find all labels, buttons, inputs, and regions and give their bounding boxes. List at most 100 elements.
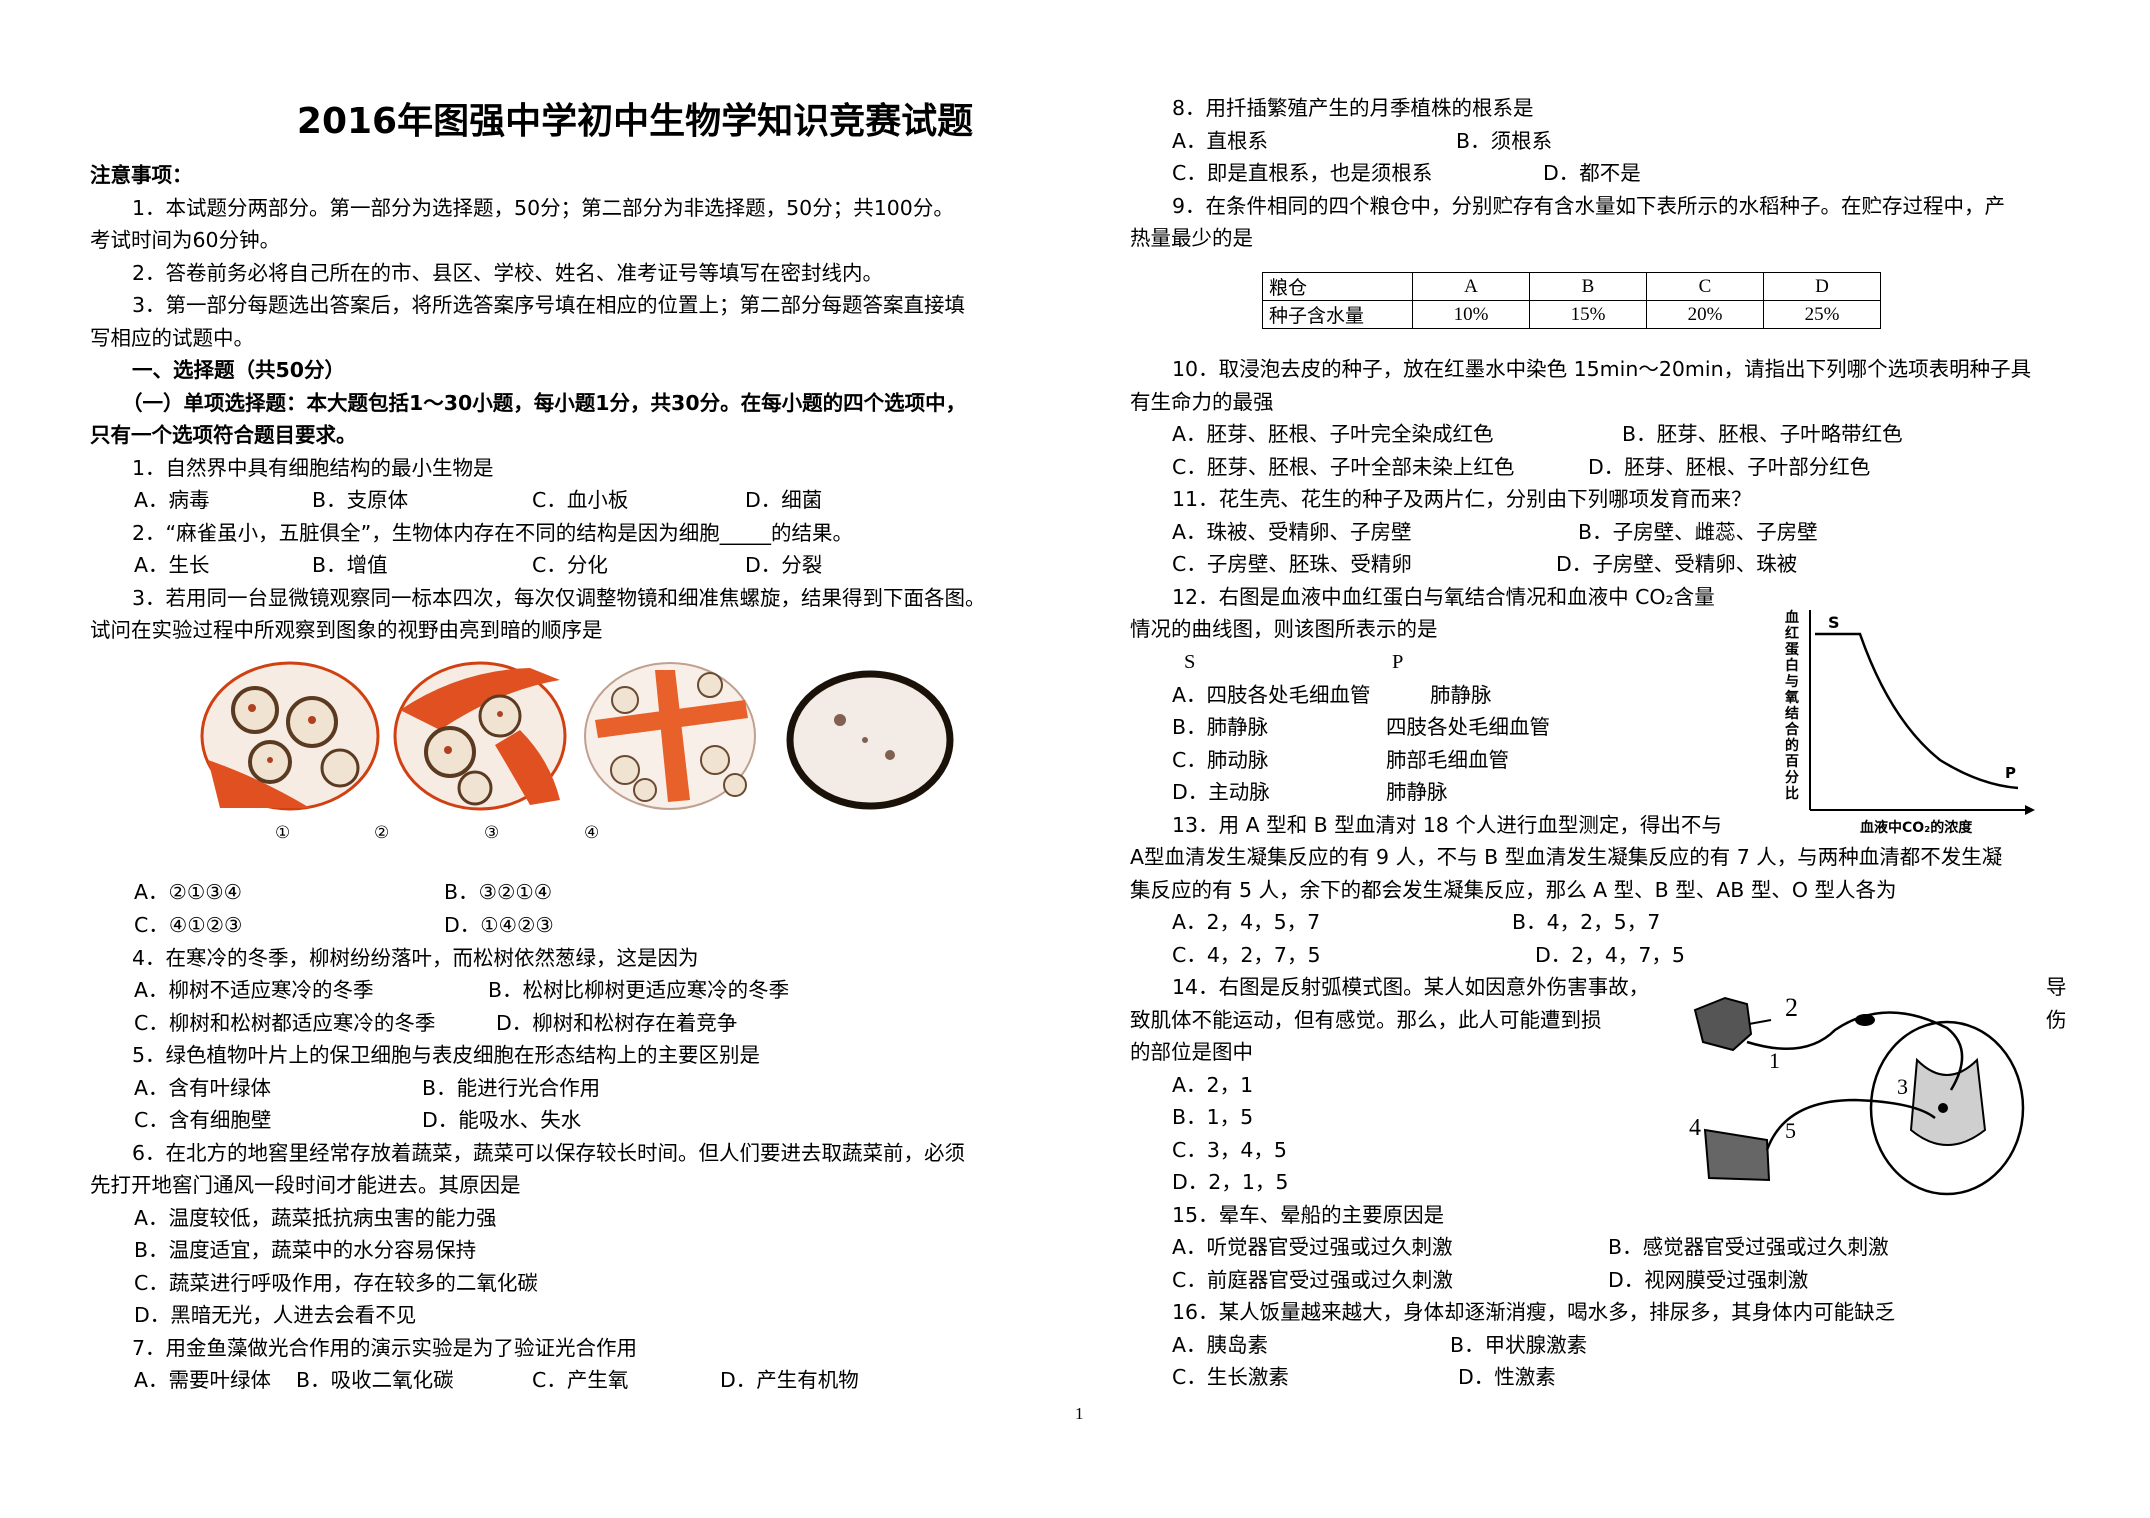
question-stem: 16．某人饭量越来越大，身体却逐渐消瘦，喝水多，排尿多，其身体内可能缺乏 xyxy=(1172,1300,1896,1324)
question-stem: 热量最少的是 xyxy=(1130,226,1253,250)
option: B．吸收二氧化碳 xyxy=(296,1368,454,1392)
question-stem: 7．用金鱼藻做光合作用的演示实验是为了验证光合作用 xyxy=(132,1336,638,1360)
option: B．1，5 xyxy=(1172,1105,1254,1129)
diagram-label: 4 xyxy=(1689,1115,1701,1141)
table-cell: 20% xyxy=(1646,300,1764,329)
question-stem: 致肌体不能运动，但有感觉。那么，此人可能遭到损 xyxy=(1130,1008,1602,1032)
option: D．主动脉 xyxy=(1172,780,1270,804)
option: 四肢各处毛细血管 xyxy=(1386,715,1550,739)
option: D．性激素 xyxy=(1458,1365,1556,1389)
figure-label: ③ xyxy=(484,823,500,843)
diagram-label: 2 xyxy=(1785,993,1798,1022)
y-axis-label: 血红蛋白与氧结合的百分比 xyxy=(1785,610,1799,802)
subsection-heading: 只有一个选项符合题目要求。 xyxy=(90,423,357,447)
table-cell: 25% xyxy=(1763,300,1881,329)
receptor-icon xyxy=(1693,996,1753,1052)
table-cell: B xyxy=(1529,272,1647,301)
question-stem: 3．若用同一台显微镜观察同一标本四次，每次仅调整物镜和细准焦螺旋，结果得到下面各… xyxy=(132,586,986,610)
option: B．能进行光合作用 xyxy=(422,1076,601,1100)
option: B．增值 xyxy=(312,553,388,577)
option: D．2，4，7，5 xyxy=(1535,943,1685,967)
option: B．肺静脉 xyxy=(1172,715,1269,739)
option: C．含有细胞壁 xyxy=(134,1108,272,1132)
option: D．能吸水、失水 xyxy=(422,1108,582,1132)
question-stem: 9．在条件相同的四个粮仓中，分别贮存有含水量如下表所示的水稻种子。在贮存过程中，… xyxy=(1172,194,2006,218)
option: D．黑暗无光，人进去会看不见 xyxy=(134,1303,417,1327)
table-cell: 15% xyxy=(1529,300,1647,329)
option: D．分裂 xyxy=(745,553,823,577)
diagram-label: 1 xyxy=(1769,1048,1780,1073)
microscope-view-3 xyxy=(584,662,756,810)
option: B．须根系 xyxy=(1456,129,1553,153)
option: A．2，1 xyxy=(1172,1073,1254,1097)
notice-item: 3．第一部分每题选出答案后，将所选答案序号填在相应的位置上；第二部分每题答案直接… xyxy=(132,293,966,317)
question-stem: A型血清发生凝集反应的有 9 人，不与 B 型血清发生凝集反应的有 7 人，与两… xyxy=(1130,845,2003,869)
option: B．松树比柳树更适应寒冷的冬季 xyxy=(488,978,790,1002)
option: B．胚芽、胚根、子叶略带红色 xyxy=(1622,422,1903,446)
question-stem: 8．用扦插繁殖产生的月季植株的根系是 xyxy=(1172,96,1534,120)
option: B．子房壁、雌蕊、子房壁 xyxy=(1578,520,1818,544)
option: 肺静脉 xyxy=(1430,683,1492,707)
option: B．甲状腺激素 xyxy=(1450,1333,1588,1357)
option: C．前庭器官受过强或过久刺激 xyxy=(1172,1268,1453,1292)
option: A．需要叶绿体 xyxy=(134,1368,272,1392)
question-stem: 的部位是图中 xyxy=(1130,1040,1253,1064)
table-cell: 10% xyxy=(1412,300,1530,329)
curve-point-label: S xyxy=(1828,613,1840,632)
table-cell: A xyxy=(1412,272,1530,301)
option: D．都不是 xyxy=(1543,161,1641,185)
option: A．②①③④ xyxy=(134,880,243,904)
option: A．胰岛素 xyxy=(1172,1333,1269,1357)
option: A．柳树不适应寒冷的冬季 xyxy=(134,978,374,1002)
option: C．分化 xyxy=(532,553,608,577)
option: C．生长激素 xyxy=(1172,1365,1289,1389)
option: A．2，4，5，7 xyxy=(1172,910,1321,934)
question-stem: 伤 xyxy=(2046,1008,2067,1032)
option: C．蔬菜进行呼吸作用，存在较多的二氧化碳 xyxy=(134,1271,538,1295)
option: D．子房壁、受精卵、珠被 xyxy=(1556,552,1798,576)
subsection-heading: （一）单项选择题：本大题包括1～30小题，每小题1分，共30分。在每小题的四个选… xyxy=(122,391,967,415)
question-stem: 先打开地窖门通风一段时间才能进去。其原因是 xyxy=(90,1173,521,1197)
microscope-images xyxy=(200,661,955,811)
column-label-p: P xyxy=(1392,651,1404,673)
option: C．柳树和松树都适应寒冷的冬季 xyxy=(134,1011,436,1035)
question-stem: 11．花生壳、花生的种子及两片仁，分别由下列哪项发育而来？ xyxy=(1172,487,1752,511)
table-cell: C xyxy=(1646,272,1764,301)
question-stem: 6．在北方的地窖里经常存放着蔬菜，蔬菜可以保存较长时间。但人们要进去取蔬菜前，必… xyxy=(132,1141,966,1165)
option: D．细菌 xyxy=(745,488,823,512)
figure-label: ② xyxy=(374,823,390,843)
option: 肺静脉 xyxy=(1386,780,1448,804)
option: D．产生有机物 xyxy=(720,1368,859,1392)
figure-label: ① xyxy=(275,823,291,843)
microscope-view-1 xyxy=(200,661,380,811)
question-stem: 导 xyxy=(2046,975,2067,999)
option: B．③②①④ xyxy=(444,880,553,904)
option: D．视网膜受过强刺激 xyxy=(1608,1268,1809,1292)
option: C．血小板 xyxy=(532,488,629,512)
option: A．听觉器官受过强或过久刺激 xyxy=(1172,1235,1453,1259)
efferent-nerve xyxy=(1765,1098,1936,1151)
question-stem: 5．绿色植物叶片上的保卫细胞与表皮细胞在形态结构上的主要区别是 xyxy=(132,1043,761,1067)
curve-line xyxy=(1815,632,2019,790)
reflex-arc-diagram: 2 1 3 4 5 xyxy=(1689,993,2025,1196)
diagram-label: 3 xyxy=(1897,1074,1908,1099)
afferent-nerve xyxy=(1746,1011,1964,1091)
diagram-label: 5 xyxy=(1785,1118,1796,1143)
option: A．含有叶绿体 xyxy=(134,1076,272,1100)
option: C．肺动脉 xyxy=(1172,748,1269,772)
notice-item: 1．本试题分两部分。第一部分为选择题，50分；第二部分为非选择题，50分；共10… xyxy=(132,196,954,220)
effector-icon xyxy=(1703,1128,1771,1182)
column-label-s: S xyxy=(1184,651,1196,673)
notice-heading: 注意事项： xyxy=(90,163,193,187)
question-stem: 试问在实验过程中所观察到图象的视野由亮到暗的顺序是 xyxy=(90,618,603,642)
figure-label: ④ xyxy=(584,823,600,843)
page-title: 2016年图强中学初中生物学知识竞赛试题 xyxy=(296,101,974,142)
notice-item: 2．答卷前务必将自己所在的市、县区、学校、姓名、准考证号等填写在密封线内。 xyxy=(132,261,884,285)
notice-item: 写相应的试题中。 xyxy=(90,326,254,350)
table-header: 种子含水量 xyxy=(1262,300,1413,329)
x-axis-label: 血液中CO₂的浓度 xyxy=(1860,819,1973,836)
curve-point-label: P xyxy=(2005,764,2016,782)
page-number: 1 xyxy=(1075,1404,1084,1423)
option: A．珠被、受精卵、子房壁 xyxy=(1172,520,1412,544)
